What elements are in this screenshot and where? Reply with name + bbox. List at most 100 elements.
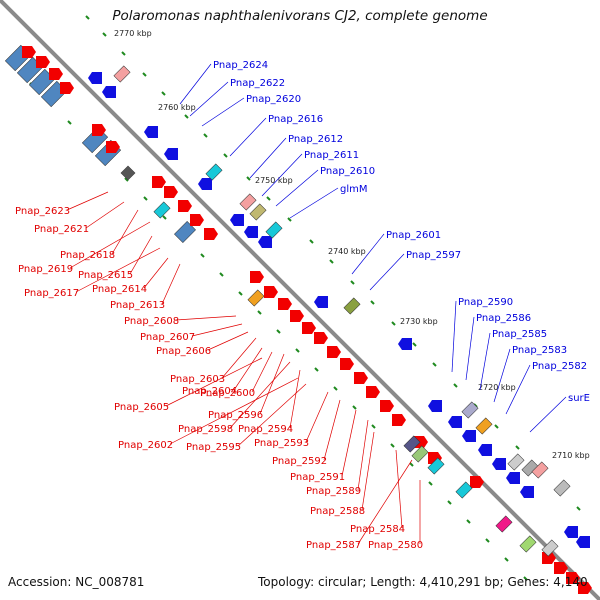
callout-line-red-1 <box>85 201 125 229</box>
forward-gene-27 <box>554 562 568 574</box>
gene-label-red-12: Pnap_2604 <box>182 386 237 397</box>
forward-gene-5 <box>106 141 120 153</box>
tick-mark-outer-2 <box>121 51 126 56</box>
forward-gene-11 <box>250 271 264 283</box>
ruler-label-4: 2730 kbp <box>400 317 438 326</box>
tick-mark-inner-28 <box>523 576 528 581</box>
reverse-gene-14 <box>492 458 506 470</box>
callout-line-red-9 <box>191 323 243 337</box>
gene-label-red-21: Pnap_2592 <box>272 456 327 467</box>
reverse-gene-11 <box>448 416 462 428</box>
reverse-gene-8 <box>314 296 328 308</box>
forward-gene-16 <box>314 332 328 344</box>
forward-gene-18 <box>340 358 354 370</box>
tick-mark-inner-19 <box>352 405 357 410</box>
gene-label-red-20: Pnap_2593 <box>254 438 309 449</box>
summary-text: Topology: circular; Length: 4,410,291 bp… <box>258 575 588 589</box>
gene-label-blue-7: glmM <box>340 184 368 195</box>
gene-label-red-18: Pnap_2602 <box>118 440 173 451</box>
reverse-gene-2 <box>144 126 158 138</box>
forward-gene-12 <box>264 286 278 298</box>
callout-line-red-25 <box>395 449 403 529</box>
tick-mark-inner-4 <box>67 120 72 125</box>
tick-mark-inner-24 <box>447 500 452 505</box>
tick-mark-outer-24 <box>576 506 581 511</box>
gene-label-red-26: Pnap_2587 <box>306 540 361 551</box>
gene-label-red-14: Pnap_2605 <box>114 402 169 413</box>
forward-gene-0 <box>22 46 36 58</box>
ruler-label-6: 2710 kbp <box>552 451 590 460</box>
forward-gene-10 <box>204 228 218 240</box>
reverse-gene-10 <box>428 400 442 412</box>
forward-gene-25 <box>470 476 484 488</box>
tick-mark-outer-15 <box>391 321 396 326</box>
tick-mark-inner-20 <box>371 424 376 429</box>
callout-line-blue-13 <box>493 348 511 403</box>
forward-gene-17 <box>327 346 341 358</box>
forward-gene-9 <box>190 214 204 226</box>
gene-label-red-1: Pnap_2621 <box>34 224 89 235</box>
tick-mark-inner-23 <box>428 481 433 486</box>
callout-line-blue-14 <box>505 364 531 415</box>
tick-mark-inner-7 <box>124 177 129 182</box>
gene-label-red-22: Pnap_2591 <box>290 472 345 483</box>
ruler-label-5: 2720 kbp <box>478 383 516 392</box>
gene-label-red-0: Pnap_2623 <box>15 206 70 217</box>
reverse-gene-18 <box>576 536 590 548</box>
tick-mark-outer-14 <box>370 300 375 305</box>
misc-feature-18 <box>541 539 559 557</box>
callout-line-blue-6 <box>275 169 319 207</box>
callout-line-blue-15 <box>529 396 567 433</box>
forward-gene-1 <box>36 56 50 68</box>
callout-line-red-8 <box>175 315 237 321</box>
callout-line-blue-8 <box>351 233 385 275</box>
misc-feature-6 <box>153 201 171 219</box>
callout-line-red-15 <box>259 353 285 415</box>
tick-mark-outer-6 <box>203 133 208 138</box>
tick-mark-outer-16 <box>412 342 417 347</box>
callout-line-red-17 <box>229 361 291 429</box>
forward-gene-19 <box>354 372 368 384</box>
forward-gene-7 <box>164 186 178 198</box>
gene-label-red-10: Pnap_2606 <box>156 346 211 357</box>
tick-mark-inner-25 <box>466 519 471 524</box>
callout-line-red-0 <box>66 191 109 211</box>
tick-mark-outer-5 <box>184 114 189 119</box>
callout-line-blue-11 <box>465 316 475 381</box>
forward-gene-22 <box>392 414 406 426</box>
ruler-label-3: 2740 kbp <box>328 247 366 256</box>
tick-mark-inner-15 <box>276 329 281 334</box>
tick-mark-inner-8 <box>143 196 148 201</box>
forward-gene-26 <box>542 552 556 564</box>
misc-feature-20 <box>531 461 549 479</box>
reverse-gene-1 <box>102 86 116 98</box>
tick-mark-inner-13 <box>238 291 243 296</box>
gene-label-blue-13: Pnap_2583 <box>512 345 567 356</box>
callout-line-red-13 <box>251 351 273 393</box>
callout-line-blue-2 <box>201 97 245 127</box>
misc-feature-19 <box>553 479 571 497</box>
gene-label-blue-0: Pnap_2624 <box>213 60 268 71</box>
callout-line-blue-9 <box>369 253 405 291</box>
misc-feature-3 <box>249 203 267 221</box>
callout-line-blue-1 <box>189 81 229 117</box>
gene-label-red-13: Pnap_2600 <box>200 388 255 399</box>
callout-line-red-19 <box>237 383 307 447</box>
gene-label-red-2: Pnap_2618 <box>60 250 115 261</box>
gene-label-red-4: Pnap_2615 <box>78 270 133 281</box>
callout-line-red-23 <box>357 419 369 491</box>
callout-line-red-12 <box>233 347 263 391</box>
tick-mark-inner-17 <box>314 367 319 372</box>
forward-gene-21 <box>380 400 394 412</box>
reverse-gene-13 <box>478 444 492 456</box>
callout-line-red-11 <box>221 337 257 379</box>
tick-mark-inner-18 <box>333 386 338 391</box>
callout-line-red-20 <box>305 391 329 443</box>
callout-line-red-6 <box>143 257 169 289</box>
gene-label-red-6: Pnap_2614 <box>92 284 147 295</box>
tick-mark-outer-3 <box>142 72 147 77</box>
tick-mark-inner-16 <box>295 348 300 353</box>
